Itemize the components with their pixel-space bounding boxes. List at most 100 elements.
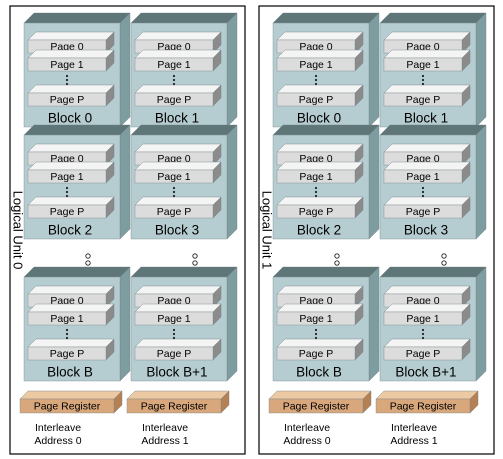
- page-front: [134, 204, 214, 219]
- block-label: Block B: [296, 365, 342, 380]
- ellipsis-dot: [314, 336, 318, 340]
- register-front: [268, 398, 364, 414]
- block-body-side: [475, 12, 487, 128]
- page-register-label: Page Register: [283, 401, 350, 413]
- page-label: Page P: [406, 206, 440, 218]
- page-front: [276, 346, 356, 361]
- page-label: Page 1: [157, 171, 190, 183]
- page-top: [134, 161, 222, 171]
- page-top: [383, 196, 471, 206]
- block-label: Block B: [47, 365, 93, 380]
- block-label: Block 0: [48, 111, 92, 126]
- ellipsis-dot: [421, 332, 425, 336]
- page-top: [276, 161, 364, 171]
- block-body-top: [23, 124, 131, 136]
- block-body-side: [119, 124, 131, 240]
- page-top: [27, 49, 115, 59]
- ellipsis-dot: [421, 328, 425, 332]
- block-label: Block 2: [48, 223, 92, 238]
- ellipsis-dot: [172, 190, 176, 194]
- page-front: [383, 204, 463, 219]
- ellipsis-dot: [314, 186, 318, 190]
- page-slab: Page 1: [383, 303, 471, 326]
- logical-unit-label: Logical Unit 0: [11, 191, 26, 270]
- block-label: Block 1: [155, 111, 199, 126]
- ellipsis-dot: [65, 186, 69, 190]
- ellipsis-dot: [65, 332, 69, 336]
- page-slab: Page 1: [27, 161, 115, 184]
- page-front: [27, 92, 107, 107]
- ellipsis-dot: [65, 328, 69, 332]
- page-label: Page 1: [406, 59, 439, 71]
- page-front: [276, 92, 356, 107]
- continuation-circle: [441, 253, 447, 259]
- logical-unit-frame: [258, 5, 495, 455]
- page-top: [134, 84, 222, 94]
- ellipsis-dot: [65, 74, 69, 78]
- ellipsis-dot: [172, 328, 176, 332]
- register-top: [268, 390, 372, 400]
- page-label: Page 1: [299, 171, 332, 183]
- continuation-circle: [192, 260, 198, 266]
- page-top: [383, 338, 471, 348]
- page-label: Page P: [299, 348, 333, 360]
- page-slab: Page P: [276, 338, 364, 361]
- page-top: [276, 143, 364, 153]
- page-top: [134, 143, 222, 153]
- block-body-side: [119, 266, 131, 382]
- page-label: Page 1: [406, 313, 439, 325]
- page-slab: Page 1: [134, 49, 222, 72]
- page-front: [383, 346, 463, 361]
- page-top: [27, 338, 115, 348]
- page-top: [134, 338, 222, 348]
- page-top: [134, 285, 222, 295]
- page-top: [27, 303, 115, 313]
- page-top: [383, 31, 471, 41]
- page-label: Page P: [406, 94, 440, 106]
- page-label: Page P: [299, 206, 333, 218]
- page-label: Page P: [157, 348, 191, 360]
- block-body-side: [368, 12, 380, 128]
- block-body-top: [379, 12, 487, 24]
- continuation-circle: [192, 253, 198, 259]
- ellipsis-dot: [421, 186, 425, 190]
- block-label: Block 3: [404, 223, 448, 238]
- page-front: [27, 204, 107, 219]
- ellipsis-dot: [172, 336, 176, 340]
- continuation-circle: [85, 253, 91, 259]
- continuation-circle: [85, 260, 91, 266]
- page-top: [383, 84, 471, 94]
- page-front: [27, 169, 107, 184]
- ellipsis-dot: [172, 186, 176, 190]
- block-body-side: [475, 266, 487, 382]
- block-body-side: [368, 124, 380, 240]
- page-front: [276, 311, 356, 326]
- page-top: [276, 49, 364, 59]
- page-slab: Page 1: [27, 303, 115, 326]
- page-label: Page 1: [50, 59, 83, 71]
- block-body-side: [119, 12, 131, 128]
- page-slab: Page 1: [276, 49, 364, 72]
- page-front: [134, 169, 214, 184]
- page-slab: Page 0: [276, 143, 364, 166]
- page-top: [383, 161, 471, 171]
- ellipsis-dot: [172, 82, 176, 86]
- page-slab: Page 1: [383, 161, 471, 184]
- ellipsis-dot: [65, 336, 69, 340]
- page-slab: Page 1: [134, 303, 222, 326]
- page-register: Page Register: [268, 390, 372, 414]
- page-front: [383, 169, 463, 184]
- ellipsis-dot: [172, 78, 176, 82]
